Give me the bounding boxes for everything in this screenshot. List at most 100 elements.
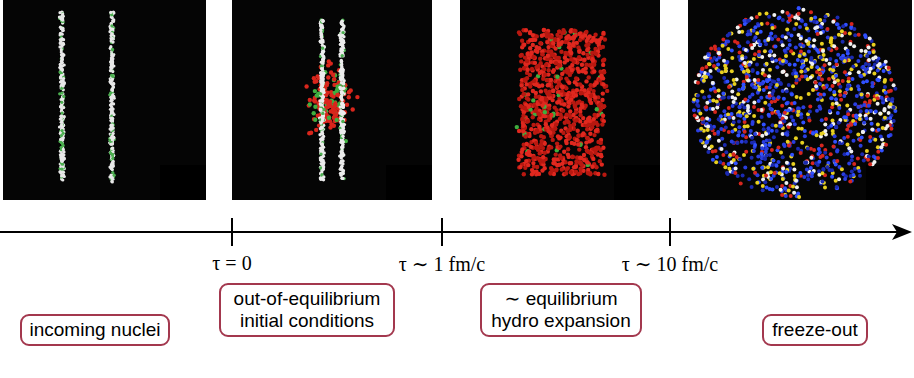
particle	[601, 31, 605, 35]
particle	[558, 135, 562, 139]
particle	[538, 71, 542, 75]
particle	[328, 99, 332, 103]
particle	[61, 173, 64, 176]
particle	[575, 138, 579, 142]
particle	[322, 47, 325, 50]
particle	[558, 112, 562, 116]
particle	[340, 102, 343, 105]
particle	[542, 135, 546, 139]
particle	[322, 72, 325, 75]
particle	[569, 51, 573, 55]
particle	[326, 75, 330, 79]
particle	[582, 58, 586, 62]
particle	[62, 174, 65, 177]
particle	[517, 30, 521, 34]
particle	[538, 57, 542, 61]
particle	[562, 102, 566, 106]
particle	[566, 104, 570, 108]
particle	[549, 113, 553, 117]
particle	[60, 124, 63, 127]
particle	[110, 52, 113, 55]
particle	[59, 41, 62, 44]
particle	[61, 111, 64, 114]
particle	[321, 83, 324, 86]
particle	[319, 108, 322, 111]
particle	[602, 70, 606, 74]
corner-mark	[386, 165, 432, 200]
particle	[110, 63, 113, 66]
particle	[319, 29, 322, 32]
particle	[61, 37, 64, 40]
particle	[574, 169, 578, 173]
particle	[585, 136, 589, 140]
particle	[532, 155, 536, 159]
particle	[321, 77, 324, 80]
particle	[109, 124, 112, 127]
particle	[601, 82, 605, 86]
particle	[329, 123, 333, 127]
particle	[589, 101, 593, 105]
particle	[340, 28, 343, 31]
particle	[60, 108, 63, 111]
particle	[516, 158, 520, 162]
particle	[560, 72, 564, 76]
particle	[110, 163, 113, 166]
particle	[319, 40, 322, 43]
particle	[567, 42, 571, 46]
particle	[59, 65, 62, 68]
particle	[61, 58, 64, 61]
particle	[535, 165, 539, 169]
particle	[341, 177, 344, 180]
particle	[110, 103, 113, 106]
particle	[531, 98, 535, 102]
particle	[569, 29, 573, 33]
particle	[109, 66, 112, 69]
particle	[340, 28, 343, 31]
particle	[534, 91, 538, 95]
particle	[321, 77, 324, 80]
particle	[520, 147, 524, 151]
particle	[567, 81, 571, 85]
particle	[560, 84, 564, 88]
particle	[601, 114, 605, 118]
particle	[321, 99, 324, 102]
particle	[59, 76, 62, 79]
particle	[555, 84, 559, 88]
particle	[531, 115, 535, 119]
particle	[341, 145, 344, 148]
particle	[569, 170, 573, 174]
particle	[321, 99, 324, 102]
particle	[109, 81, 112, 84]
particle	[526, 97, 530, 101]
particle	[112, 86, 115, 89]
particle	[520, 39, 524, 43]
particle	[345, 103, 349, 107]
particle	[314, 79, 318, 83]
particle	[321, 112, 324, 115]
particle	[341, 44, 344, 47]
particle	[524, 134, 528, 138]
particle	[319, 147, 322, 150]
particle	[61, 43, 64, 46]
particle	[542, 67, 546, 71]
particle	[320, 173, 323, 176]
particle	[542, 28, 546, 32]
particle	[567, 100, 571, 104]
particle	[557, 29, 561, 33]
particle	[543, 89, 547, 93]
particle	[588, 87, 592, 91]
particle	[347, 95, 351, 99]
particle	[581, 131, 585, 135]
particle	[61, 163, 64, 166]
particle	[61, 138, 64, 141]
particle	[559, 35, 563, 39]
particle	[61, 101, 64, 104]
particle	[61, 29, 64, 32]
particle	[568, 109, 572, 113]
particle	[340, 60, 343, 63]
particle	[323, 151, 326, 154]
particle	[535, 156, 539, 160]
particle	[110, 32, 113, 35]
particle	[341, 135, 344, 138]
particle	[351, 107, 355, 111]
